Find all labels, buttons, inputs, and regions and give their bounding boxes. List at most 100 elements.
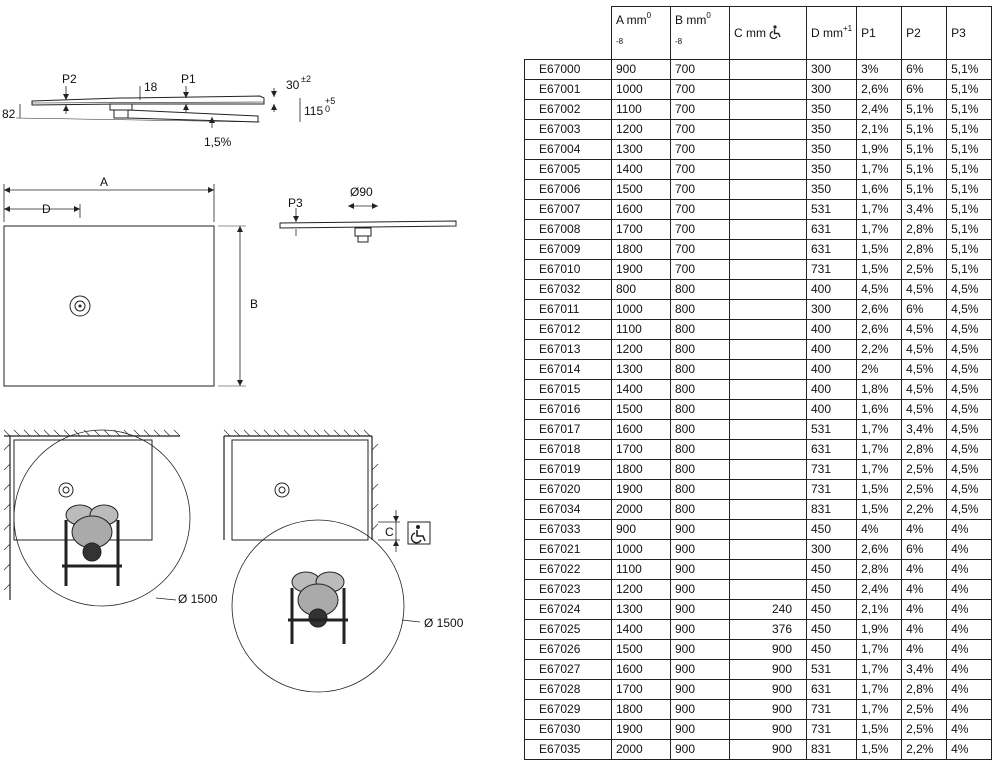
- cell-a: 1300: [611, 359, 671, 380]
- label-p3: P3: [288, 196, 303, 210]
- cell-p2: 2,8%: [901, 239, 948, 260]
- cell-p1: 2,6%: [856, 299, 903, 320]
- cell-a: 1500: [611, 179, 671, 200]
- cell-b: 800: [670, 319, 730, 340]
- cell-b: 700: [670, 199, 730, 220]
- cell-p2: 2,5%: [901, 699, 948, 720]
- cell-c: 900: [729, 679, 807, 700]
- cell-d: 400: [805, 399, 858, 420]
- cell-ref: E67015: [524, 379, 612, 400]
- cell-d: 531: [805, 659, 858, 680]
- cell-p2: 2,5%: [901, 459, 948, 480]
- cell-p2: 4%: [901, 559, 948, 580]
- cell-p1: 2,1%: [856, 119, 903, 140]
- cell-a: 1000: [611, 539, 671, 560]
- cell-p1: 1,7%: [856, 659, 903, 680]
- cell-a: 2000: [611, 739, 671, 760]
- cell-p2: 3,4%: [901, 199, 948, 220]
- cell-b: 900: [670, 519, 730, 540]
- cell-p1: 2,4%: [856, 579, 903, 600]
- cell-p1: 1,9%: [856, 619, 903, 640]
- cell-p3: 4,5%: [946, 399, 993, 420]
- label-c: C: [385, 525, 394, 539]
- cell-ref: E67035: [524, 739, 612, 760]
- cell-d: 631: [805, 219, 858, 240]
- cell-p3: 4%: [946, 599, 993, 620]
- cell-p3: 4,5%: [946, 279, 993, 300]
- cell-a: 1500: [611, 639, 671, 660]
- cell-ref: E67023: [524, 579, 612, 600]
- wheelchair-user-figure-left: [62, 504, 122, 586]
- cell-d: 731: [805, 719, 858, 740]
- cell-d: 531: [805, 419, 858, 440]
- cell-ref: E67019: [524, 459, 612, 480]
- cell-d: 831: [805, 499, 858, 520]
- cell-p1: 3%: [856, 59, 903, 80]
- cell-a: 1600: [611, 199, 671, 220]
- side-profile-drawing: P3 Ø90: [279, 185, 457, 243]
- header-p3: P3: [946, 6, 993, 60]
- cell-c: [729, 259, 807, 280]
- cell-d: 300: [805, 539, 858, 560]
- header-p2: P2: [901, 6, 948, 60]
- wheelchair-accessible-icon: [769, 25, 781, 39]
- cell-d: 531: [805, 199, 858, 220]
- cell-p2: 2,2%: [901, 739, 948, 760]
- cell-ref: E67010: [524, 259, 612, 280]
- cell-ref: E67013: [524, 339, 612, 360]
- cell-a: 800: [611, 279, 671, 300]
- cell-a: 1800: [611, 699, 671, 720]
- cell-b: 900: [670, 559, 730, 580]
- cell-b: 900: [670, 699, 730, 720]
- cell-b: 800: [670, 379, 730, 400]
- cell-a: 1900: [611, 479, 671, 500]
- cell-p3: 4,5%: [946, 319, 993, 340]
- cell-d: 450: [805, 559, 858, 580]
- cell-c: [729, 299, 807, 320]
- cell-p1: 1,5%: [856, 739, 903, 760]
- cell-ref: E67003: [524, 119, 612, 140]
- cell-p2: 2,8%: [901, 679, 948, 700]
- cell-b: 800: [670, 419, 730, 440]
- cell-ref: E67020: [524, 479, 612, 500]
- cell-p2: 4%: [901, 599, 948, 620]
- cell-b: 900: [670, 539, 730, 560]
- cell-c: [729, 159, 807, 180]
- label-115-tol-plus: +5: [325, 96, 335, 106]
- cell-p1: 1,5%: [856, 239, 903, 260]
- cell-a: 1100: [611, 99, 671, 120]
- label-turn-circle-right: Ø 1500: [424, 616, 464, 630]
- cell-p1: 2,6%: [856, 319, 903, 340]
- cell-ref: E67012: [524, 319, 612, 340]
- cell-b: 700: [670, 259, 730, 280]
- cell-ref: E67000: [524, 59, 612, 80]
- cell-b: 700: [670, 119, 730, 140]
- label-115: 115: [304, 104, 323, 118]
- cell-d: 350: [805, 139, 858, 160]
- cell-ref: E67017: [524, 419, 612, 440]
- cell-b: 700: [670, 99, 730, 120]
- cell-p2: 6%: [901, 299, 948, 320]
- cell-d: 831: [805, 739, 858, 760]
- cell-p1: 1,5%: [856, 719, 903, 740]
- cell-b: 800: [670, 359, 730, 380]
- cell-p2: 4,5%: [901, 339, 948, 360]
- cell-p3: 5,1%: [946, 179, 993, 200]
- cell-p1: 4,5%: [856, 279, 903, 300]
- cell-p1: 2,2%: [856, 339, 903, 360]
- cell-ref: E67024: [524, 599, 612, 620]
- cell-p2: 2,8%: [901, 219, 948, 240]
- cell-p3: 4%: [946, 519, 993, 540]
